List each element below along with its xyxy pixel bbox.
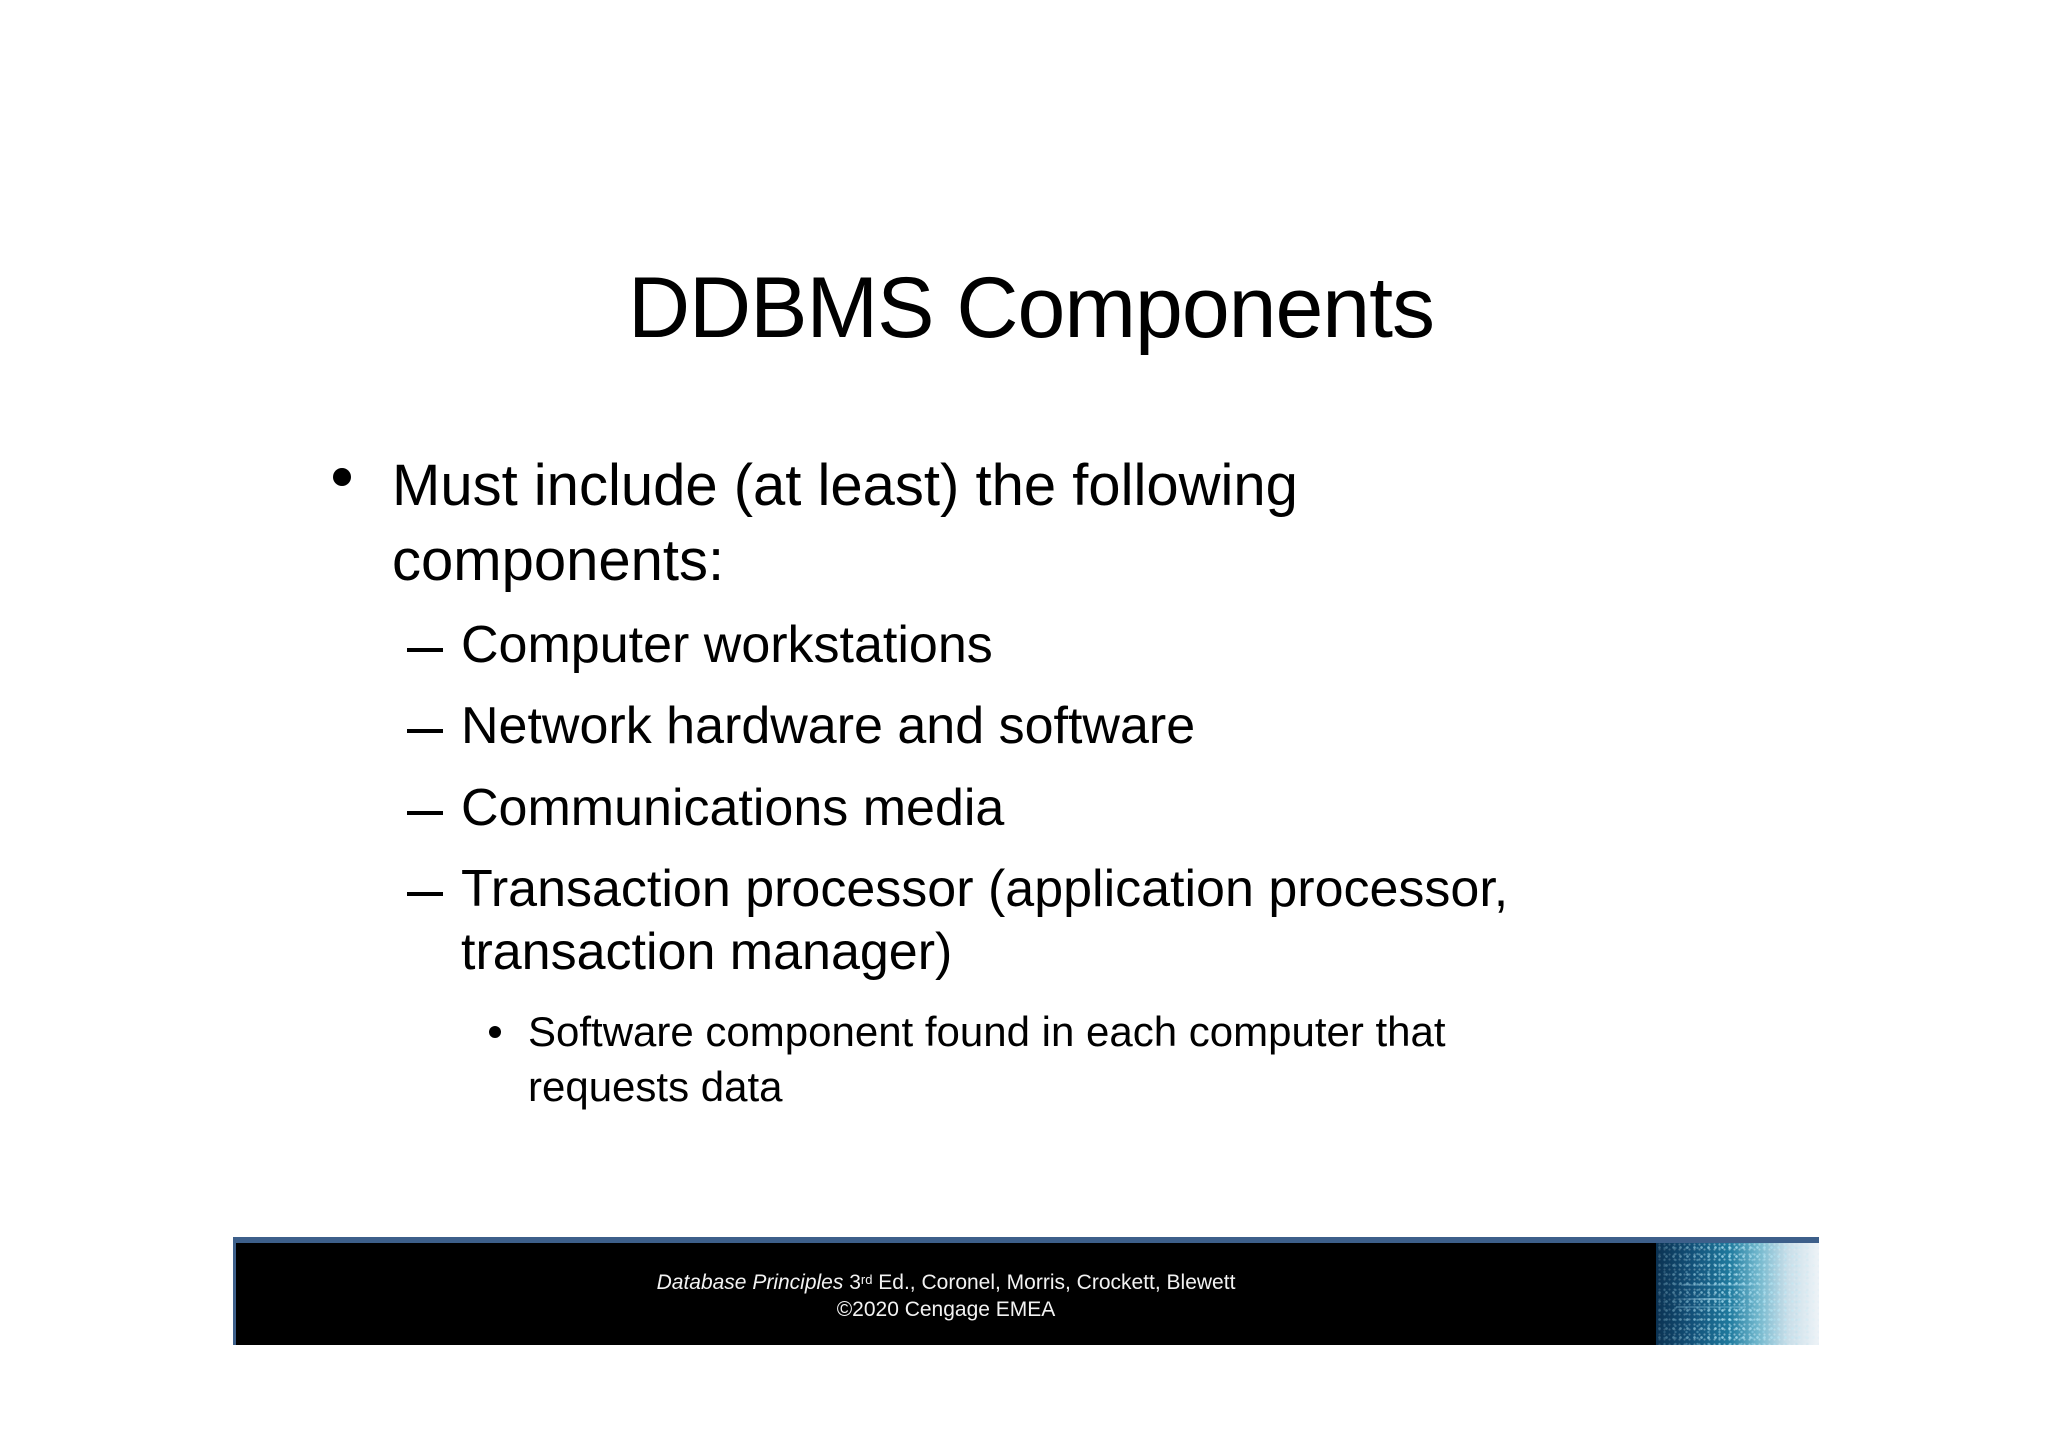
- footer-bar: Database Principles 3rd Ed., Coronel, Mo…: [233, 1237, 1819, 1345]
- bullet-line: Must include (at least) the following: [392, 453, 1298, 518]
- edition-suffix: rd: [860, 1272, 873, 1287]
- dash-icon: [407, 648, 443, 652]
- bullet-line: components:: [392, 528, 725, 593]
- sub-bullet-line: transaction manager): [461, 923, 953, 981]
- footer-copyright: ©2020 Cengage EMEA: [836, 1298, 1056, 1321]
- book-title: Database Principles: [656, 1271, 844, 1294]
- edition-authors: Ed., Coronel, Morris, Crockett, Blewett: [872, 1271, 1236, 1294]
- edition-number: 3: [849, 1271, 861, 1294]
- sub-sub-bullet-line: Software component found in each compute…: [528, 1008, 1446, 1055]
- sub-bullet-line: Network hardware and software: [461, 697, 1196, 755]
- sub-sub-bullet-line: requests data: [528, 1063, 783, 1110]
- slide-title: DDBMS Components: [627, 260, 1435, 356]
- bullet-dot-icon: [333, 468, 351, 486]
- footer-particle-image: [1656, 1243, 1819, 1345]
- footer-credits: Database Principles 3rd Ed., Coronel, Mo…: [236, 1243, 1656, 1323]
- sub-bullet-text: Transaction processor (application proce…: [461, 858, 1508, 984]
- bullet-dot-icon: [489, 1026, 501, 1038]
- sub-bullet-line: Communications media: [461, 779, 1005, 837]
- dash-icon: [407, 729, 443, 733]
- sub-sub-bullet-text: Software component found in each compute…: [528, 1004, 1446, 1114]
- dash-icon: [407, 811, 443, 815]
- sub-bullet-line: Computer workstations: [461, 616, 993, 674]
- sub-bullet-text: Computer workstations: [461, 614, 993, 677]
- bullet-text: Must include (at least) the following co…: [392, 448, 1298, 598]
- footer-citation-line: Database Principles 3rd Ed., Coronel, Mo…: [236, 1269, 1656, 1296]
- sub-bullet-text: Network hardware and software: [461, 695, 1195, 758]
- dash-icon: [407, 892, 443, 896]
- sub-bullet-line: Transaction processor (application proce…: [461, 860, 1509, 918]
- sub-bullet-text: Communications media: [461, 777, 1004, 840]
